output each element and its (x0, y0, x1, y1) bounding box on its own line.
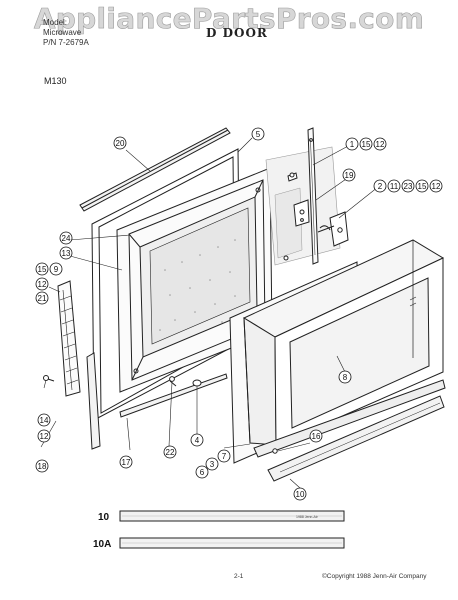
callout-8: 8 (343, 373, 348, 382)
strip-10a-label: 10A (93, 539, 111, 550)
callout-12b: 12 (432, 182, 441, 191)
screw-hardware (43, 172, 295, 454)
handle-trim-bar (267, 395, 445, 482)
page-title: D DOOR (206, 26, 268, 40)
left-vertical-trim (86, 352, 101, 450)
left-hinge (57, 280, 81, 397)
header-line-type: Microwave (43, 28, 82, 37)
callout-13: 13 (62, 249, 71, 258)
callout-5: 5 (256, 130, 261, 139)
callout-17: 17 (122, 458, 131, 467)
strip-10a (119, 537, 345, 549)
callout-18: 18 (38, 462, 47, 471)
callout-15c: 15 (38, 265, 47, 274)
door-bottom-trim (253, 379, 446, 458)
header-line-part-number: P/N 7-2679A (43, 38, 89, 47)
watermark: AppliancePartsPros.com (33, 2, 425, 36)
callout-12c: 12 (38, 280, 47, 289)
callout-22: 22 (166, 448, 175, 457)
callout-labels: 20 5 1 15 12 19 2 11 23 15 12 24 13 15 9… (38, 130, 441, 499)
leader-lines (40, 137, 379, 489)
latch-assembly (317, 211, 349, 247)
callout-4: 4 (195, 436, 200, 445)
strip-10 (119, 510, 345, 522)
model-label: M130 (44, 76, 67, 86)
right-hinge-arm (307, 127, 319, 265)
top-seal-strip (79, 127, 231, 212)
callout-3: 3 (210, 460, 215, 469)
callout-19: 19 (345, 171, 354, 180)
callout-7: 7 (222, 452, 227, 461)
callout-12: 12 (376, 140, 385, 149)
header-line-model: Model: (43, 18, 68, 27)
callout-15: 15 (362, 140, 371, 149)
copyright: ©Copyright 1988 Jenn-Air Company (322, 573, 427, 580)
callout-10: 10 (296, 490, 305, 499)
callout-1: 1 (350, 140, 355, 149)
callout-14: 14 (40, 416, 49, 425)
callout-12d: 12 (40, 432, 49, 441)
callout-11: 11 (390, 182, 399, 191)
callout-15b: 15 (418, 182, 427, 191)
callout-6: 6 (200, 468, 205, 477)
outer-door-panel (242, 239, 445, 446)
page-number: 2-1 (234, 573, 244, 580)
callout-24: 24 (62, 234, 71, 243)
callout-20: 20 (116, 139, 125, 148)
callout-16: 16 (312, 432, 321, 441)
strip-10-label: 10 (98, 512, 110, 523)
callout-23: 23 (404, 182, 413, 191)
callout-21: 21 (38, 294, 47, 303)
strip-10-text: 1988 Jenn-Air (296, 515, 319, 519)
callout-2: 2 (378, 182, 383, 191)
callout-9: 9 (54, 265, 59, 274)
callouts (35, 127, 443, 501)
